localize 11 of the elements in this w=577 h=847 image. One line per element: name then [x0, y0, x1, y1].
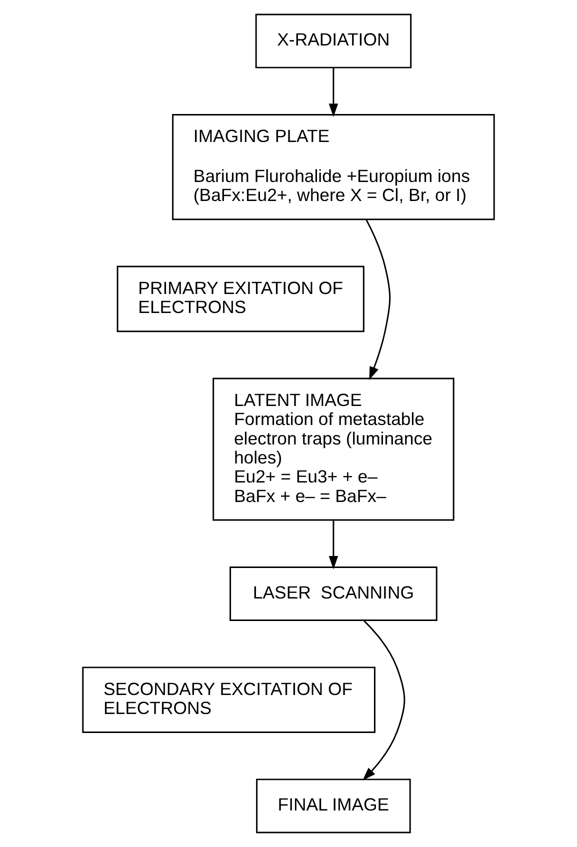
node-box: SECONDARY EXCITATION OF ELECTRONS: [82, 666, 376, 734]
arrow: [362, 620, 406, 781]
node-box: LASER SCANNING: [230, 566, 438, 621]
node-box: PRIMARY EXITATION OF ELECTRONS: [116, 266, 364, 332]
arrow: [328, 520, 338, 570]
node-box: X-RADIATION: [255, 14, 412, 68]
arrow: [366, 219, 391, 380]
arrow: [328, 68, 338, 117]
node-box: IMAGING PLATE Barium Flurohalide +Europium ions (BaFx:Eu2+, where X = Cl, Br, or I): [172, 114, 495, 220]
node-box: FINAL IMAGE: [256, 778, 411, 834]
node-box: LATENT IMAGE Formation of metastable electron traps (luminance holes) Eu2+ = Eu3+ + e– BaFx + e– = BaFx–: [212, 378, 454, 521]
